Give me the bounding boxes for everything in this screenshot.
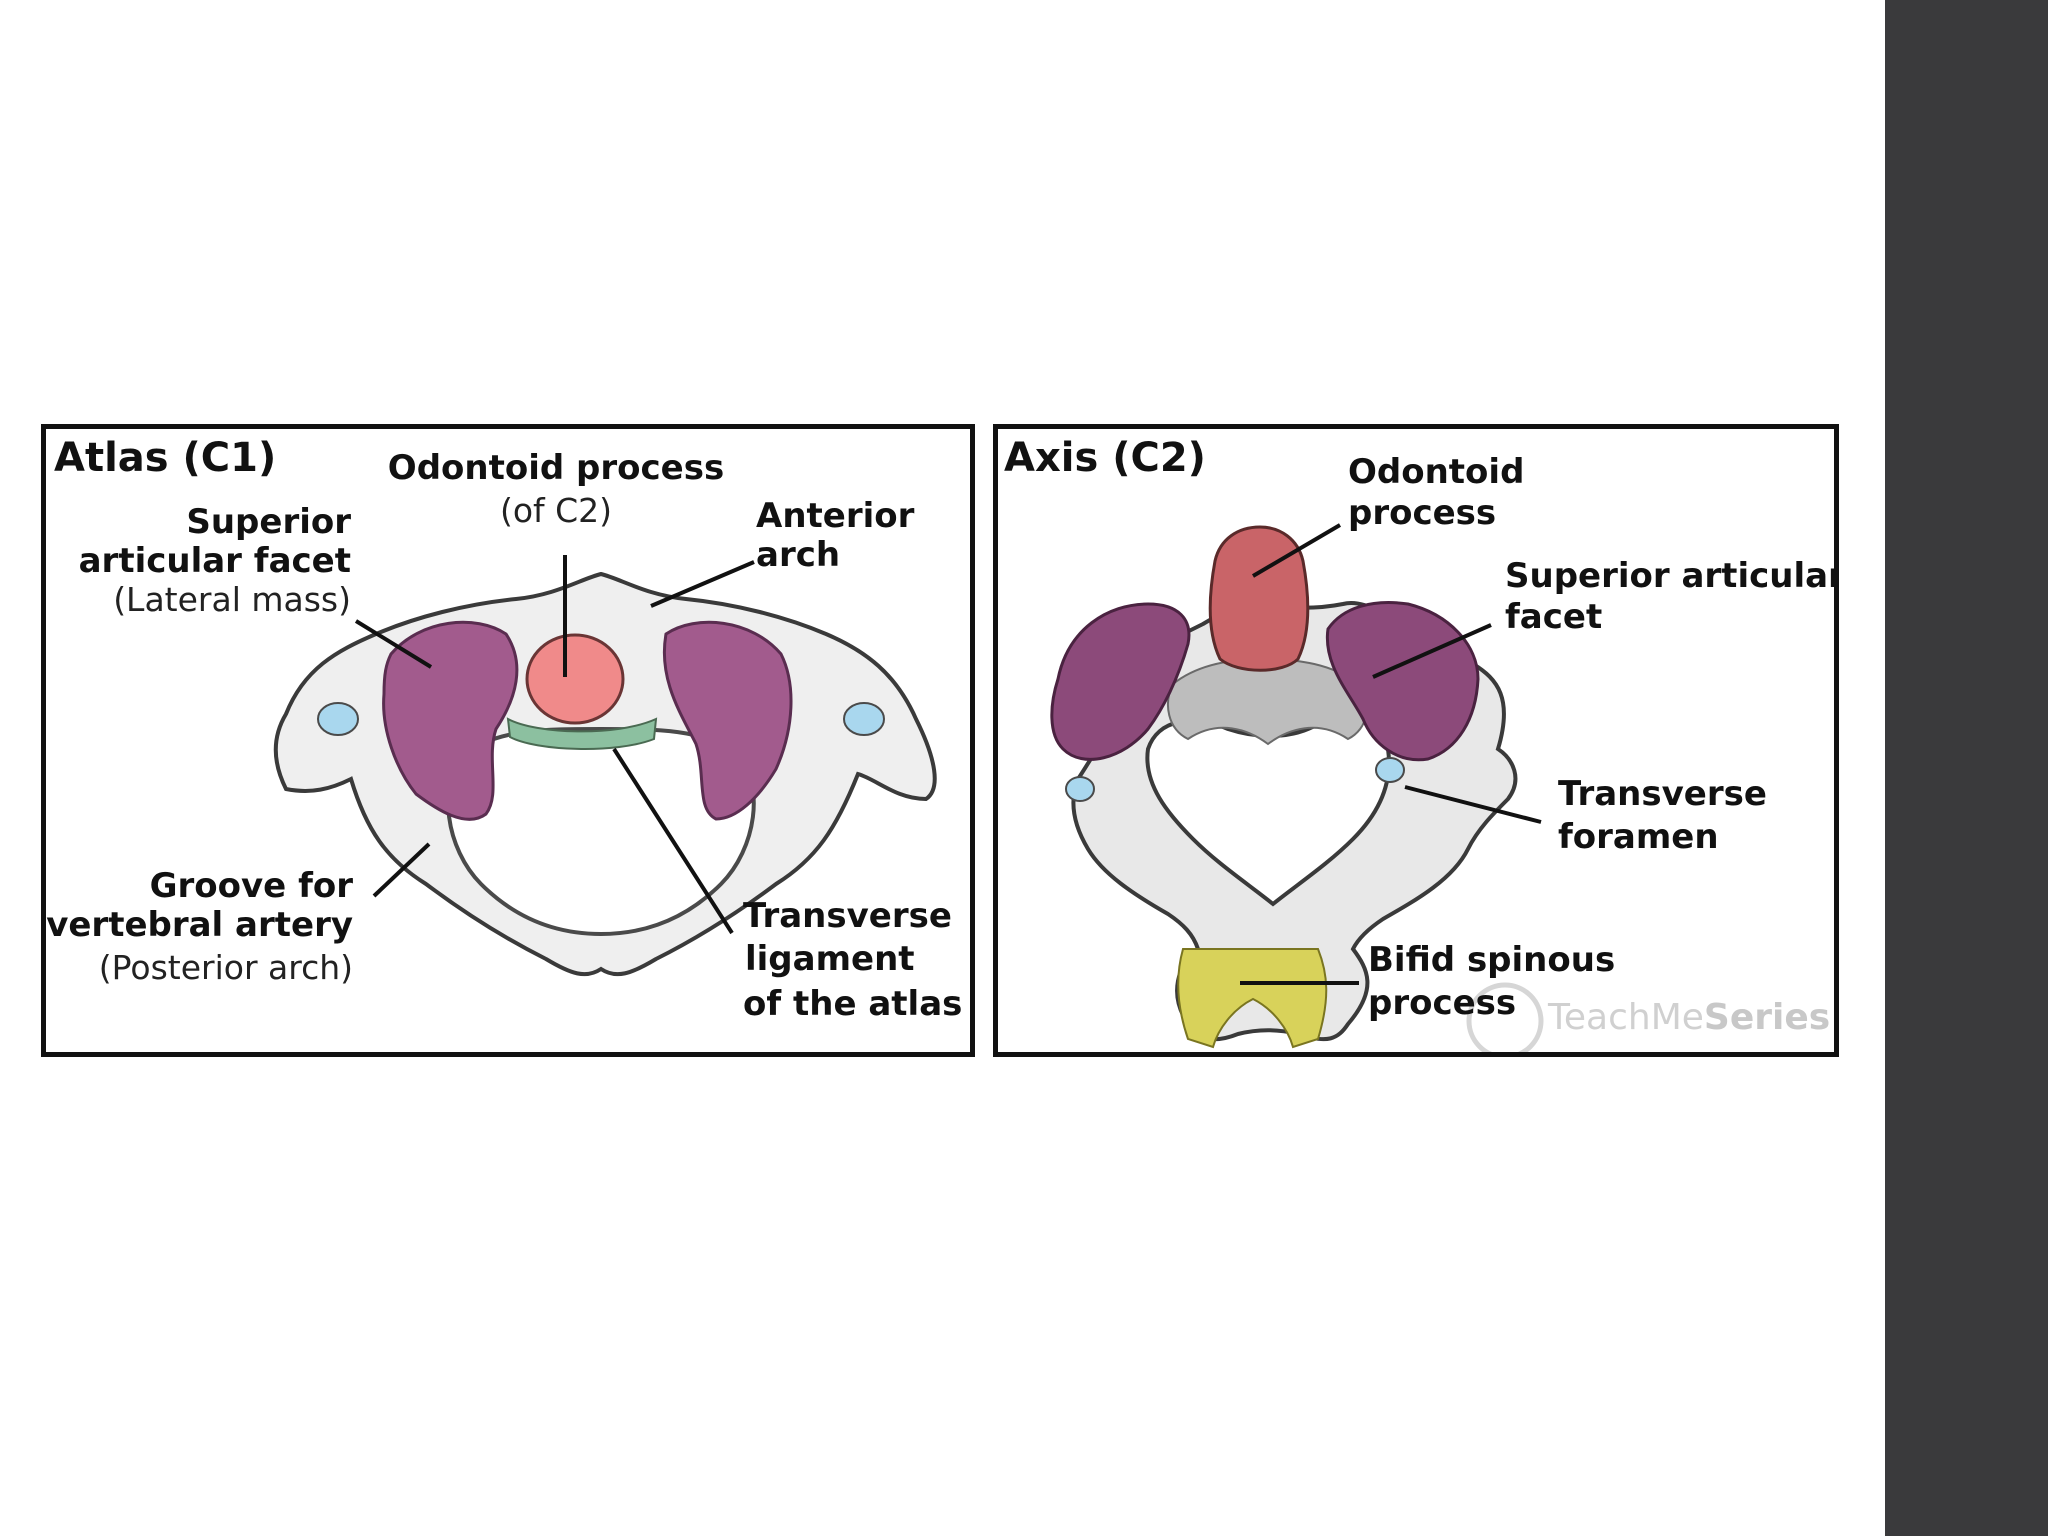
axis-leader-lines — [1240, 523, 1542, 985]
atlas-transverse-ligament — [506, 717, 658, 750]
leader-anterior-arch — [650, 560, 755, 608]
axis-odontoid-process — [1208, 525, 1310, 672]
axis-foramen-line1: Transverse — [1558, 774, 1767, 814]
axis-foramen-line2: foramen — [1558, 817, 1719, 858]
atlas-left-transverse-foramen — [317, 702, 359, 736]
axis-odontoid-line2: process — [1348, 493, 1497, 534]
atlas-transverse-line1: Transverse — [743, 896, 952, 936]
axis-odontoid-line1: Odontoid — [1348, 452, 1525, 492]
leader-transverse-ligament — [612, 747, 734, 935]
atlas-odontoid-label: Odontoid process (of C2) — [386, 448, 726, 531]
watermark-bold-text: Series — [1703, 997, 1831, 1038]
leader-axis-odontoid — [1251, 523, 1342, 578]
watermark-copyright-icon — [1466, 982, 1544, 1052]
axis-illustration — [1050, 523, 1544, 1052]
atlas-groove-label: Groove for vertebral artery (Posterior a… — [46, 866, 353, 988]
axis-left-facet — [1050, 602, 1191, 761]
axis-superior-line2: facet — [1505, 597, 1603, 638]
axis-bifid-label: Bifid spinous process — [1368, 940, 1616, 1024]
axis-bifid-spinous-process — [1177, 948, 1328, 1049]
right-dark-sidebar — [1885, 0, 2048, 1536]
atlas-transverse-ligament-label: Transverse ligament of the atlas — [743, 896, 963, 1025]
leader-superior-facet — [354, 619, 433, 669]
atlas-anterior-line1: Anterior — [756, 496, 915, 536]
atlas-superior-sub: (Lateral mass) — [113, 580, 351, 620]
atlas-right-transverse-foramen — [843, 702, 885, 736]
axis-right-transverse-foramen — [1375, 757, 1405, 783]
atlas-superior-line2: articular facet — [78, 541, 351, 582]
axis-bifid-line2: process — [1368, 983, 1517, 1024]
atlas-transverse-line3: of the atlas — [743, 984, 963, 1025]
axis-superior-facet-label: Superior articular facet — [1505, 556, 1839, 638]
axis-title: Axis (C2) — [1004, 435, 1206, 481]
axis-foramen-label: Transverse foramen — [1558, 774, 1767, 858]
axis-vertebral-foramen — [1145, 715, 1391, 907]
atlas-panel: Atlas (C1) Odontoid process (of C2) Supe… — [41, 424, 975, 1057]
atlas-odontoid-process — [525, 633, 625, 725]
leader-axis-superior-facet — [1372, 623, 1492, 679]
leader-axis-foramen — [1404, 785, 1542, 824]
atlas-anterior-line2: arch — [756, 535, 841, 576]
atlas-anterior-arch-label: Anterior arch — [756, 496, 915, 576]
axis-superior-line1: Superior articular — [1505, 556, 1839, 596]
axis-right-facet — [1325, 601, 1480, 762]
atlas-illustration — [273, 555, 937, 977]
atlas-groove-line1: Groove for — [149, 866, 353, 906]
axis-panel: Axis (C2) Odontoid process Superior arti… — [993, 424, 1839, 1057]
leader-groove — [372, 842, 431, 898]
atlas-title: Atlas (C1) — [54, 435, 277, 481]
axis-odontoid-label: Odontoid process — [1348, 452, 1525, 534]
atlas-leader-lines — [354, 555, 755, 935]
teachme-watermark: TeachMeSeries — [1548, 997, 1830, 1038]
atlas-odontoid-label-main: Odontoid process — [387, 448, 725, 488]
atlas-transverse-line2: ligament — [745, 939, 915, 980]
atlas-right-facet — [662, 620, 793, 821]
watermark-light-text: TeachMe — [1548, 997, 1704, 1038]
atlas-superior-line1: Superior — [186, 502, 351, 542]
atlas-groove-line2: vertebral artery — [46, 905, 353, 946]
axis-bifid-line1: Bifid spinous — [1368, 940, 1616, 980]
atlas-odontoid-label-sub: (of C2) — [499, 491, 613, 531]
axis-left-transverse-foramen — [1065, 776, 1095, 802]
atlas-vertebral-foramen — [446, 727, 756, 937]
atlas-groove-sub: (Posterior arch) — [98, 948, 353, 988]
atlas-left-facet — [382, 620, 519, 821]
atlas-superior-facet-label: Superior articular facet (Lateral mass) — [66, 502, 351, 620]
